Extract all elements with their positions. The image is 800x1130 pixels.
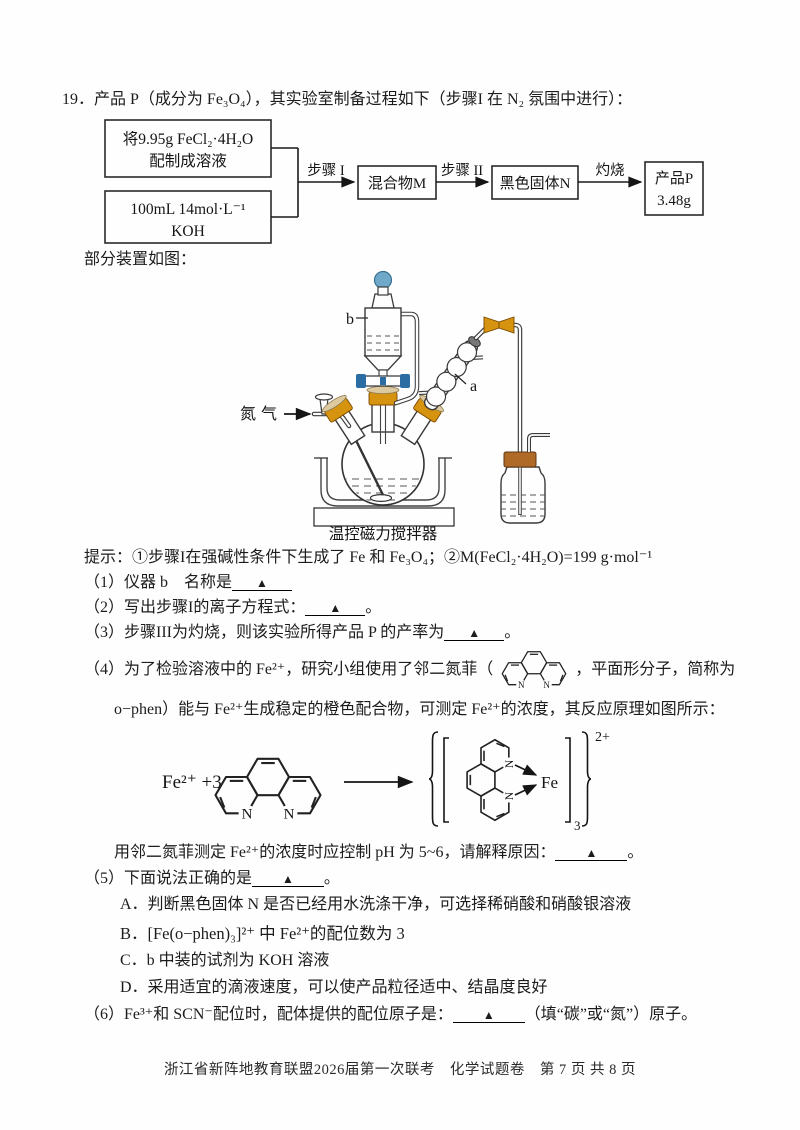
dropping-funnel	[356, 270, 420, 406]
right-square-bracket	[565, 737, 571, 823]
ligand-count-subscript: 3	[574, 818, 581, 833]
q5-period: 。	[323, 870, 340, 887]
question-number: 19．	[62, 91, 95, 108]
stirrer-base	[313, 507, 455, 527]
phenanthroline-inline-structure	[501, 651, 567, 691]
apparatus-caption: 部分装置如图：	[84, 251, 197, 268]
q2-period: 。	[365, 599, 382, 616]
q3-period: 。	[504, 624, 521, 641]
label-a: a	[470, 378, 477, 395]
mixture-label: 混合物M	[368, 175, 426, 192]
apparatus-diagram: 氮气	[240, 270, 550, 543]
reactant1-line2: 配制成溶液	[149, 152, 227, 170]
reactant-box-koh	[104, 190, 272, 244]
question-1: （1）仪器 b 名称是▲	[84, 573, 292, 593]
reactant2-line1: 100mL 14mol·L⁻¹	[130, 201, 245, 218]
question-2: （2）写出步骤I的离子方程式：▲。	[84, 598, 381, 618]
option-c: C．b 中装的试剂为 KOH 溶液	[120, 952, 330, 969]
hint-line: 提示：①步骤I在强碱性条件下生成了 Fe 和 Fe₃O₄；②M(FeCl₂·4H…	[84, 549, 653, 566]
reactant-box-fecl2	[104, 119, 272, 178]
option-b: B．[Fe(o−phen)₃]²⁺ 中 Fe²⁺的配位数为 3	[120, 924, 405, 943]
question-3: （3）步骤III为灼烧，则该实验所得产品 P 的产率为▲。	[84, 623, 520, 643]
q4-text-pre: （4）为了检验溶液中的 Fe²⁺，研究小组使用了邻二氮菲（	[84, 661, 494, 678]
question-5: （5）下面说法正确的是▲。	[84, 869, 340, 889]
question-4-line1: （4）为了检验溶液中的 Fe²⁺，研究小组使用了邻二氮菲（ ，平面形分子，简称为	[84, 644, 735, 696]
q4-ph-period: 。	[627, 844, 644, 861]
phen-reactant-structure	[214, 757, 322, 824]
answer-blank-2: ▲	[305, 601, 366, 616]
product-line2: 3.48g	[657, 193, 691, 209]
option-a: A．判断黑色固体 N 是否已经用水洗涤干净，可选择稀硝酸和硝酸银溶液	[120, 896, 632, 913]
q4-ph-text: 用邻二氮菲测定 Fe²⁺的浓度时应控制 pH 为 5~6，请解释原因：	[114, 844, 556, 861]
bottle-liquid	[501, 494, 545, 517]
central-fe-label: Fe	[541, 773, 558, 792]
q3-text: （3）步骤III为灼烧，则该实验所得产品 P 的产率为	[84, 624, 445, 641]
tube-coupling	[483, 316, 500, 334]
question-intro: 产品 P（成分为 Fe₃O₄），其实验室制备过程如下（步骤I 在 N₂ 氛围中进…	[94, 91, 633, 108]
mixture-box	[357, 165, 437, 200]
q5-text: （5）下面说法正确的是	[84, 870, 253, 887]
product-box	[644, 161, 704, 216]
funnel-stopper	[373, 270, 393, 290]
label-b: b	[346, 311, 354, 328]
q4-text-post: ，平面形分子，简称为	[575, 661, 736, 678]
answer-blank-6: ▲	[452, 1008, 525, 1023]
black-solid-label: 黑色固体N	[500, 175, 571, 192]
answer-blank-1: ▲	[232, 576, 292, 591]
stir-bar	[369, 494, 393, 503]
q2-text: （2）写出步骤I的离子方程式：	[84, 599, 306, 616]
q6-text: （6）Fe³⁺和 SCN⁻配位时，配体提供的配位原子是：	[84, 1006, 453, 1023]
answer-blank-3: ▲	[444, 626, 505, 641]
scheme-lhs: Fe²⁺ +3	[162, 772, 222, 793]
coordinate-bond-arrow-1	[514, 764, 538, 776]
phen-ligand-structure	[466, 738, 517, 822]
step2-label: 步骤 II	[441, 162, 483, 179]
q1-text: （1）仪器 b 名称是	[84, 574, 233, 591]
complex-charge-superscript: 2+	[595, 730, 610, 745]
reactant2-line2: KOH	[171, 223, 205, 240]
question-4-line2: o−phen）能与 Fe²⁺生成稳定的橙色配合物，可测定 Fe²⁺的浓度，其反应…	[114, 701, 725, 718]
right-curly-brace	[581, 731, 592, 827]
calcine-label: 灼烧	[596, 162, 625, 179]
page-footer: 浙江省新阵地教育联盟2026届第一次联考 化学试题卷 第 7 页 共 8 页	[163, 1062, 637, 1078]
q6-suffix: （填“碳”或“氮”）原子。	[524, 1006, 698, 1023]
question-4-ph: 用邻二氮菲测定 Fe²⁺的浓度时应控制 pH 为 5~6，请解释原因：▲。	[114, 843, 643, 863]
answer-blank-5: ▲	[252, 872, 324, 887]
condenser	[418, 336, 484, 411]
preparation-flowchart: 将9.95g FeCl₂·4H₂O 配制成溶液 100mL 14mol·L⁻¹ …	[104, 119, 704, 244]
nitrogen-label: 氮气	[240, 405, 282, 423]
option-d: D．采用适宜的滴液速度，可以使产品粒径适中、结晶度良好	[120, 979, 548, 996]
reactant1-line1: 将9.95g FeCl₂·4H₂O	[123, 130, 254, 148]
complexation-reaction-scheme: Fe²⁺ +3 Fe 3 2+	[162, 730, 610, 833]
step1-label: 步骤 I	[307, 162, 345, 179]
left-square-bracket	[443, 737, 449, 823]
bottle-stopper	[503, 451, 537, 468]
gas-washing-bottle	[500, 433, 550, 524]
gas-outlet-tube	[473, 322, 523, 461]
coordinate-bond-arrow-2	[514, 784, 538, 796]
question-6: （6）Fe³⁺和 SCN⁻配位时，配体提供的配位原子是：▲（填“碳”或“氮”）原…	[84, 1005, 697, 1025]
answer-blank-4: ▲	[555, 846, 628, 861]
product-line1: 产品P	[655, 170, 693, 187]
left-curly-brace	[428, 731, 439, 827]
question-19-header: 19．产品 P（成分为 Fe₃O₄），其实验室制备过程如下（步骤I 在 N₂ 氛…	[62, 90, 632, 110]
stirrer-label: 温控磁力搅拌器	[329, 525, 438, 543]
